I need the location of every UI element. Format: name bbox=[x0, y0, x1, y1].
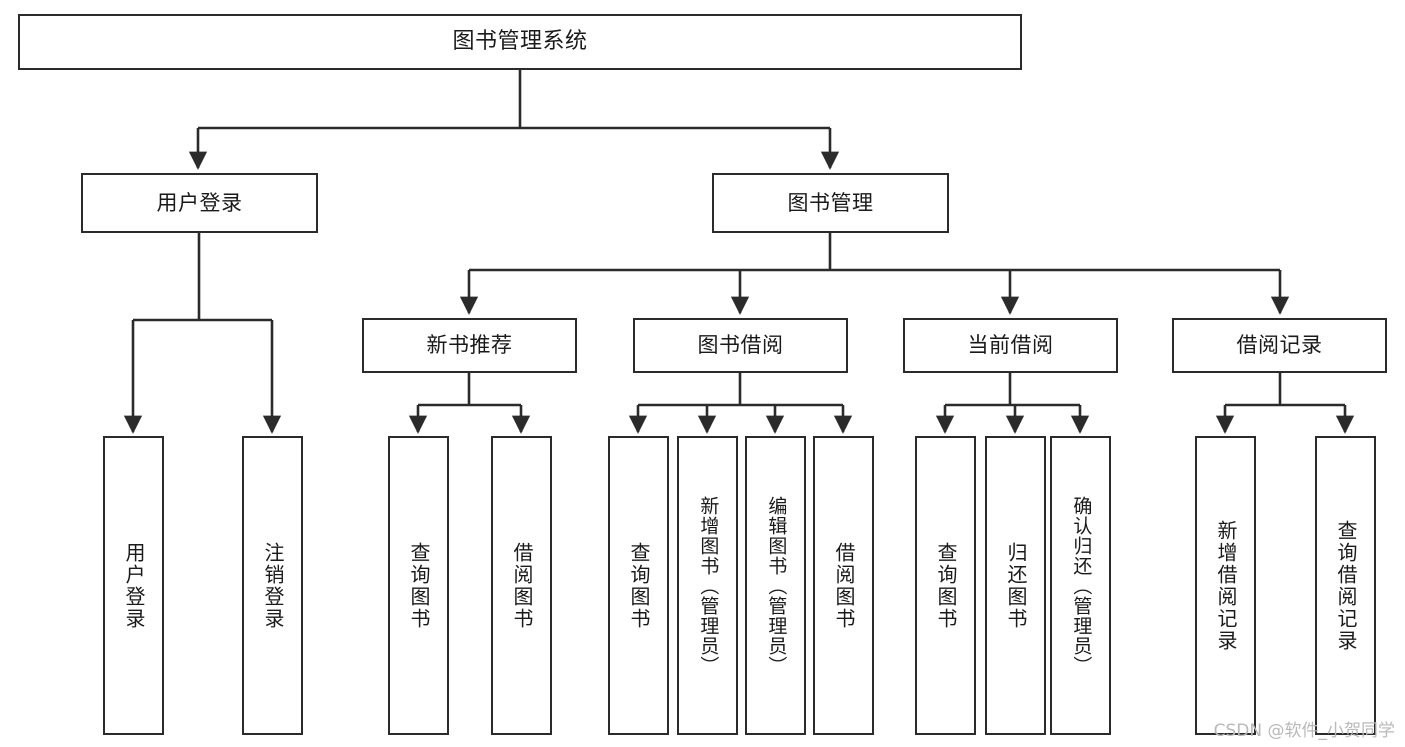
node-root-book-management-system[interactable]: 图书管理系统 bbox=[18, 14, 1022, 70]
node-label: 借阅记录 bbox=[1236, 333, 1323, 358]
node-new-book-recommend[interactable]: 新书推荐 bbox=[362, 318, 577, 373]
node-label: 注销登录 bbox=[261, 541, 285, 630]
node-label: 新增借阅记录 bbox=[1214, 519, 1238, 652]
node-leaf-borrow-book-recommend[interactable]: 借阅图书 bbox=[491, 436, 552, 735]
node-label: 查询图书 bbox=[934, 541, 958, 630]
node-label: 查询图书 bbox=[407, 541, 431, 630]
node-book-borrow[interactable]: 图书借阅 bbox=[633, 318, 848, 373]
node-leaf-confirm-return-admin[interactable]: 确认归还（管理员） bbox=[1050, 436, 1111, 735]
node-label: 图书管理系统 bbox=[452, 29, 588, 55]
node-label: 用户登录 bbox=[122, 541, 146, 630]
node-label: 新书推荐 bbox=[426, 333, 513, 358]
node-leaf-add-book-admin[interactable]: 新增图书（管理员） bbox=[677, 436, 738, 735]
node-label: 确认归还（管理员） bbox=[1070, 495, 1093, 676]
node-label: 用户登录 bbox=[156, 190, 243, 215]
node-label: 查询图书 bbox=[627, 541, 651, 630]
node-leaf-user-login[interactable]: 用户登录 bbox=[103, 436, 164, 735]
node-user-login[interactable]: 用户登录 bbox=[81, 173, 318, 233]
node-label: 新增图书（管理员） bbox=[697, 495, 720, 676]
node-leaf-query-book-recommend[interactable]: 查询图书 bbox=[388, 436, 449, 735]
node-label: 图书借阅 bbox=[697, 333, 784, 358]
node-label: 借阅图书 bbox=[510, 541, 534, 630]
node-label: 归还图书 bbox=[1004, 541, 1028, 630]
node-label: 借阅图书 bbox=[832, 541, 856, 630]
node-leaf-edit-book-admin[interactable]: 编辑图书（管理员） bbox=[745, 436, 806, 735]
node-leaf-query-borrow-record[interactable]: 查询借阅记录 bbox=[1315, 436, 1376, 735]
node-leaf-logout[interactable]: 注销登录 bbox=[242, 436, 303, 735]
node-current-borrow[interactable]: 当前借阅 bbox=[903, 318, 1118, 373]
node-leaf-add-borrow-record[interactable]: 新增借阅记录 bbox=[1195, 436, 1256, 735]
node-leaf-return-book[interactable]: 归还图书 bbox=[985, 436, 1046, 735]
node-label: 当前借阅 bbox=[967, 333, 1054, 358]
node-label: 查询借阅记录 bbox=[1334, 519, 1358, 652]
node-label: 编辑图书（管理员） bbox=[765, 495, 788, 676]
node-book-management[interactable]: 图书管理 bbox=[712, 173, 949, 233]
node-label: 图书管理 bbox=[787, 190, 874, 215]
node-leaf-borrow-book[interactable]: 借阅图书 bbox=[813, 436, 874, 735]
node-leaf-query-book-current[interactable]: 查询图书 bbox=[915, 436, 976, 735]
node-leaf-query-book-borrow[interactable]: 查询图书 bbox=[608, 436, 669, 735]
node-borrow-record[interactable]: 借阅记录 bbox=[1172, 318, 1387, 373]
